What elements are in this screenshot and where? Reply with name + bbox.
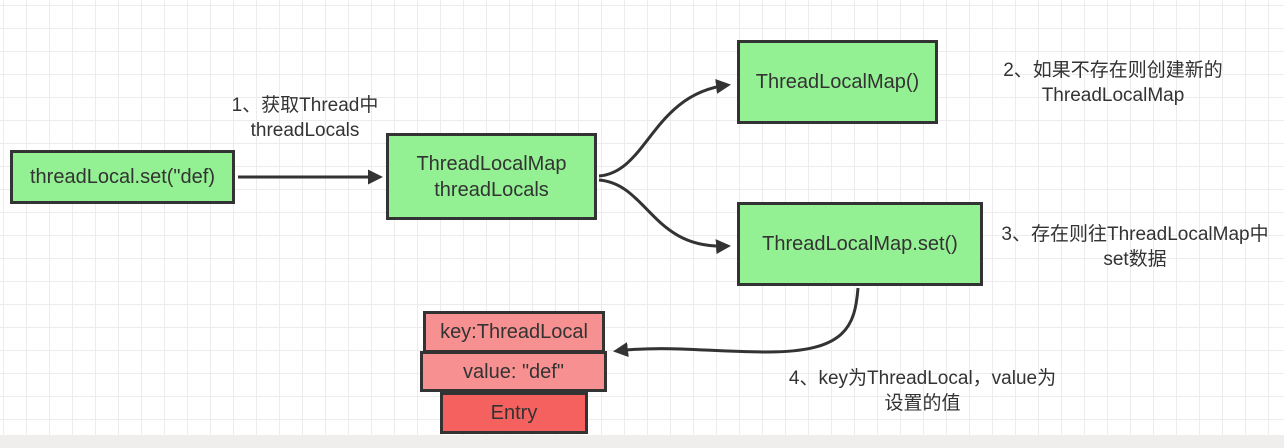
note-step-3: 3、存在则往ThreadLocalMap中 set数据 <box>985 222 1284 272</box>
note-step-4-line2: 设置的值 <box>884 393 961 414</box>
node-threadlocal-set: threadLocal.set("def) <box>10 150 235 204</box>
node-threadlocalmap-set: ThreadLocalMap.set() <box>737 202 983 286</box>
note-step-2-line1: 2、如果不存在则创建新的 <box>1003 60 1223 81</box>
arrow-map-to-set <box>598 178 731 255</box>
node-threadlocalmap-line1: ThreadLocalMap <box>416 152 567 175</box>
bottom-scrollbar-track[interactable] <box>0 435 1284 448</box>
note-step-1-line2: threadLocals <box>250 120 360 141</box>
node-entry-key: key:ThreadLocal <box>423 311 605 353</box>
note-step-1: 1、获取Thread中 threadLocals <box>215 93 395 143</box>
node-entry: Entry <box>440 392 588 434</box>
note-step-1-line1: 1、获取Thread中 <box>231 95 379 116</box>
node-entry-key-label: key:ThreadLocal <box>440 321 588 343</box>
arrow-map-to-ctor <box>598 78 731 178</box>
node-threadlocalmap-line2: threadLocals <box>434 178 549 201</box>
node-entry-value-label: value: "def" <box>463 360 564 383</box>
note-step-2: 2、如果不存在则创建新的 ThreadLocalMap <box>948 58 1278 108</box>
note-step-4-line1: 4、key为ThreadLocal，value为 <box>788 368 1057 389</box>
node-threadlocalmap-constructor: ThreadLocalMap() <box>737 40 938 124</box>
note-step-2-line2: ThreadLocalMap <box>1041 85 1185 106</box>
note-step-3-line2: set数据 <box>1103 249 1167 270</box>
note-step-3-line1: 3、存在则往ThreadLocalMap中 <box>1001 224 1269 245</box>
node-threadlocalmap-constructor-label: ThreadLocalMap() <box>755 71 920 93</box>
arrow-set-to-entry <box>613 287 860 358</box>
node-threadlocal-set-label: threadLocal.set("def) <box>30 166 215 188</box>
node-threadlocalmap-threadlocals: ThreadLocalMap threadLocals <box>386 133 597 220</box>
node-threadlocalmap-set-label: ThreadLocalMap.set() <box>762 233 958 255</box>
node-entry-value: value: "def" <box>420 351 607 392</box>
note-step-4: 4、key为ThreadLocal，value为 设置的值 <box>770 366 1075 416</box>
node-entry-label: Entry <box>490 402 538 424</box>
